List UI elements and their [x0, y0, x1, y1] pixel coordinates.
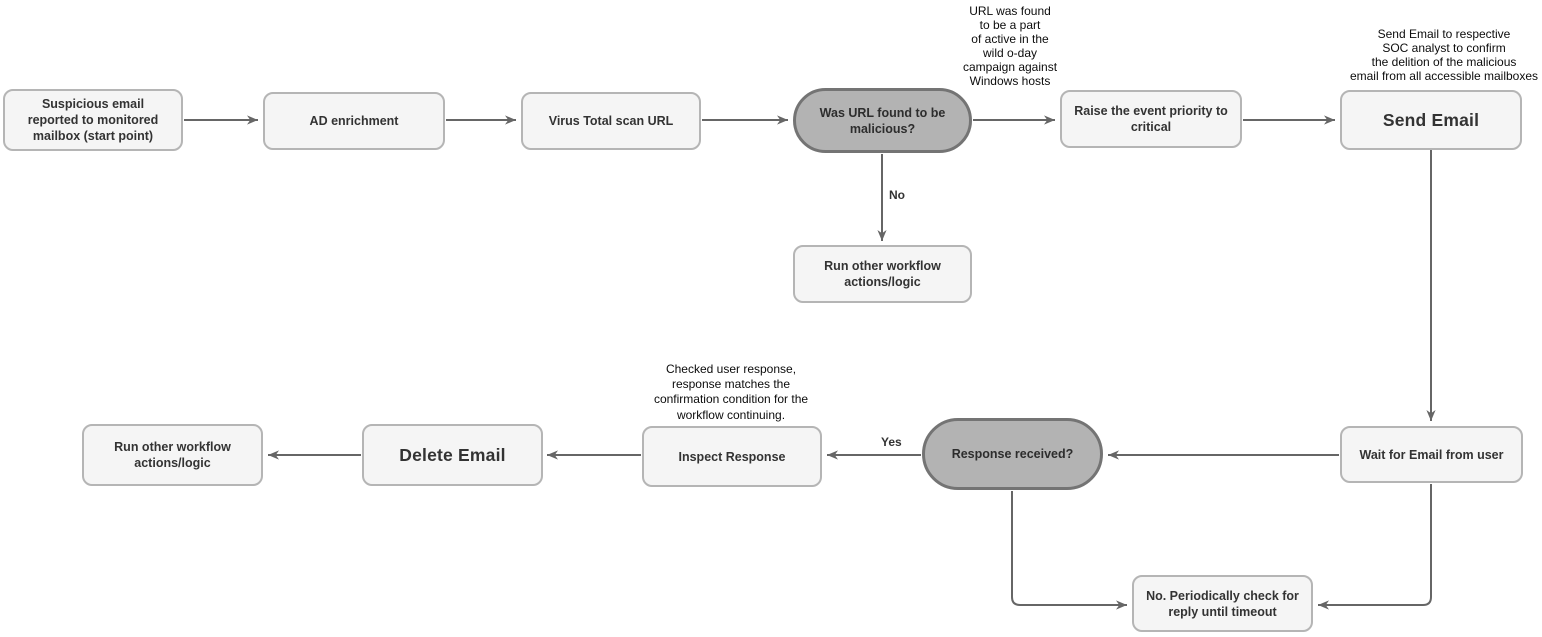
node-raise-priority: Raise the event priority to critical: [1060, 90, 1242, 148]
node-run-other-workflow-top: Run other workflow actions/logic: [793, 245, 972, 303]
node-delete-email: Delete Email: [362, 424, 543, 486]
edge-label-yes: Yes: [881, 435, 902, 449]
node-decision-url-malicious: Was URL found to be malicious?: [793, 88, 972, 153]
edge-response-no-to-periodic: [1011, 491, 1127, 610]
node-decision-response-received: Response received?: [922, 418, 1103, 490]
edge-label-no: No: [889, 188, 905, 202]
edge-wait-down-to-periodic: [1318, 484, 1432, 610]
annotation-send-email-note: Send Email to respective SOC analyst to …: [1349, 27, 1539, 84]
node-inspect-response: Inspect Response: [642, 426, 822, 487]
node-run-other-workflow-bottom: Run other workflow actions/logic: [82, 424, 263, 486]
node-virus-total-scan: Virus Total scan URL: [521, 92, 701, 150]
annotation-zero-day-campaign: URL was found to be a part of active in …: [962, 4, 1058, 89]
annotation-inspect-response-note: Checked user response, response matches …: [653, 362, 809, 422]
node-start: Suspicious email reported to monitored m…: [3, 89, 183, 151]
node-send-email: Send Email: [1340, 90, 1522, 150]
node-wait-for-email: Wait for Email from user: [1340, 426, 1523, 483]
node-periodic-check: No. Periodically check for reply until t…: [1132, 575, 1313, 632]
node-ad-enrichment: AD enrichment: [263, 92, 445, 150]
